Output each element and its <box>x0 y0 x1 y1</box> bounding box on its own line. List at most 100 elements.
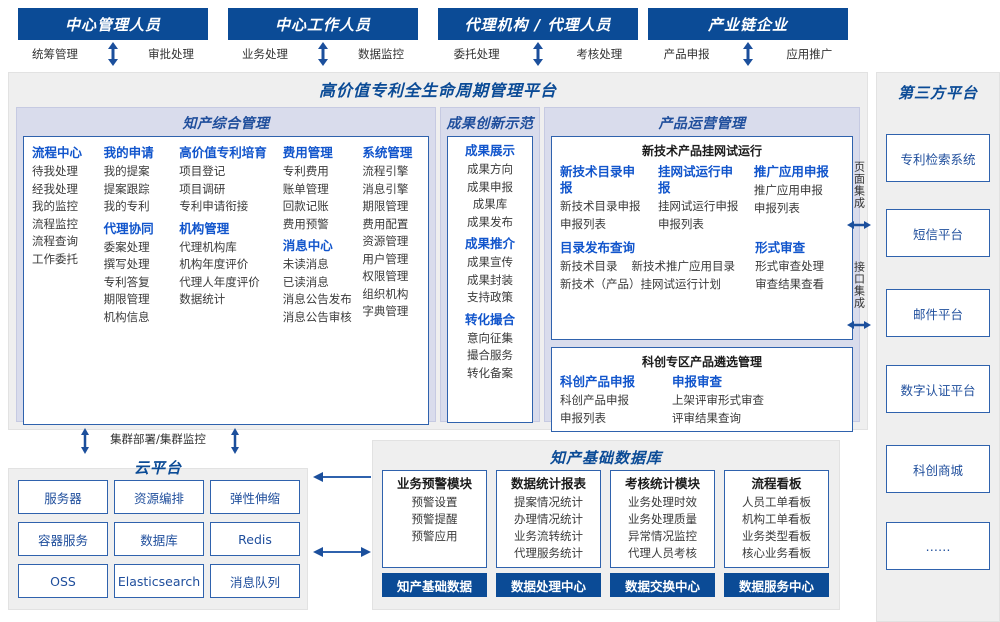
third-party-item-4[interactable]: 科创商城 <box>886 445 990 493</box>
menu-item[interactable]: 成果申报 <box>467 179 513 194</box>
db-card-item[interactable]: 预警设置 <box>411 495 458 509</box>
menu-item[interactable]: 评审结果查询 <box>672 410 741 425</box>
menu-item[interactable]: 权限管理 <box>362 269 409 283</box>
db-foot-3[interactable]: 数据服务中心 <box>724 573 829 597</box>
cloud-cell-4[interactable]: 数据库 <box>114 522 204 556</box>
menu-item[interactable]: 申报列表 <box>753 200 800 215</box>
menu-item[interactable]: 费用配置 <box>362 216 409 231</box>
db-card-item[interactable]: 业务类型看板 <box>742 529 811 543</box>
db-card-item[interactable]: 预警应用 <box>411 529 458 543</box>
db-card-item[interactable]: 业务处理时效 <box>628 495 697 509</box>
third-party-item-5[interactable]: …… <box>886 522 990 570</box>
menu-item[interactable]: 科创产品申报 <box>560 393 629 407</box>
menu-item[interactable]: 申报列表 <box>560 410 606 425</box>
menu-item[interactable]: 账单管理 <box>282 181 329 196</box>
cloud-cell-5[interactable]: Redis <box>210 522 300 556</box>
db-card-item[interactable]: 代理服务统计 <box>514 546 583 560</box>
cloud-cell-8[interactable]: 消息队列 <box>210 564 300 598</box>
menu-item[interactable]: 上架评审形式审查 <box>672 393 764 407</box>
role-bar-3[interactable]: 产业链企业 <box>648 8 848 40</box>
menu-item[interactable]: 消息公告发布 <box>282 292 352 306</box>
menu-item[interactable]: 转化备案 <box>467 365 513 380</box>
menu-item[interactable]: 申报列表 <box>560 216 606 231</box>
menu-item[interactable]: 待我处理 <box>32 164 78 178</box>
cloud-cell-1[interactable]: 资源编排 <box>114 480 204 514</box>
menu-item[interactable]: 成果方向 <box>467 162 513 176</box>
menu-item[interactable]: 专利费用 <box>282 164 329 178</box>
menu-item[interactable]: 我的提案 <box>103 164 150 178</box>
menu-item[interactable]: 流程引擎 <box>362 164 409 178</box>
menu-item[interactable]: 撰写处理 <box>103 257 150 271</box>
menu-item[interactable]: 成果库 <box>472 197 508 211</box>
menu-item[interactable]: 机构信息 <box>103 309 150 324</box>
db-card-item[interactable]: 核心业务看板 <box>742 546 811 560</box>
menu-item[interactable]: 成果封装 <box>467 272 513 287</box>
menu-item[interactable]: 流程查询 <box>32 234 78 248</box>
menu-item[interactable]: 新技术推广应用目录 <box>631 259 736 273</box>
cloud-cell-6[interactable]: OSS <box>18 564 108 598</box>
menu-item[interactable]: 用户管理 <box>362 251 409 266</box>
menu-item[interactable]: 成果宣传 <box>467 255 513 269</box>
db-card-item[interactable]: 业务流转统计 <box>514 529 583 543</box>
menu-item[interactable]: 专利答复 <box>103 274 150 289</box>
role-bar-1[interactable]: 中心工作人员 <box>228 8 418 40</box>
menu-item[interactable]: 形式审查处理 <box>755 259 825 273</box>
db-card-item[interactable]: 代理人员考核 <box>628 546 697 560</box>
menu-item[interactable]: 代理人年度评价 <box>179 274 260 289</box>
db-card-item[interactable]: 预警提醒 <box>411 512 458 526</box>
menu-item[interactable]: 支持政策 <box>467 290 513 304</box>
menu-item[interactable]: 数据统计 <box>179 292 226 306</box>
role-bar-2[interactable]: 代理机构 / 代理人员 <box>438 8 638 40</box>
menu-item[interactable]: 挂网试运行申报 <box>657 199 739 213</box>
menu-item[interactable]: 新技术（产品）挂网试运行计划 <box>560 276 721 291</box>
menu-item[interactable]: 机构年度评价 <box>179 257 249 271</box>
cloud-cell-0[interactable]: 服务器 <box>18 480 108 514</box>
menu-item[interactable]: 意向征集 <box>467 330 513 345</box>
cloud-cell-2[interactable]: 弹性伸缩 <box>210 480 300 514</box>
db-foot-2[interactable]: 数据交换中心 <box>610 573 715 597</box>
db-card-item[interactable]: 办理情况统计 <box>514 512 583 526</box>
third-party-item-1[interactable]: 短信平台 <box>886 209 990 257</box>
db-card-item[interactable]: 业务处理质量 <box>628 512 697 526</box>
cloud-cell-7[interactable]: Elasticsearch <box>114 564 204 598</box>
menu-item[interactable]: 组织机构 <box>362 286 409 301</box>
menu-item[interactable]: 撮合服务 <box>467 348 513 362</box>
db-card-item[interactable]: 异常情况监控 <box>628 529 697 543</box>
menu-item[interactable]: 项目调研 <box>179 181 226 196</box>
menu-item[interactable]: 成果发布 <box>467 214 513 229</box>
menu-item[interactable]: 期限管理 <box>362 199 409 213</box>
menu-item[interactable]: 申报列表 <box>657 216 704 231</box>
db-card-item[interactable]: 人员工单看板 <box>742 495 811 509</box>
menu-item[interactable]: 新技术目录申报 <box>560 199 641 213</box>
menu-item[interactable]: 消息公告审核 <box>282 309 352 324</box>
menu-item[interactable]: 代理机构库 <box>179 239 237 254</box>
menu-item[interactable]: 已读消息 <box>282 274 329 289</box>
menu-item[interactable]: 项目登记 <box>179 164 226 178</box>
db-foot-0[interactable]: 知产基础数据 <box>382 573 487 597</box>
cloud-cell-3[interactable]: 容器服务 <box>18 522 108 556</box>
third-party-item-3[interactable]: 数字认证平台 <box>886 365 990 413</box>
menu-item[interactable]: 提案跟踪 <box>103 181 150 196</box>
menu-item[interactable]: 费用预警 <box>282 216 329 231</box>
menu-item[interactable]: 回款记账 <box>282 199 329 213</box>
third-party-item-0[interactable]: 专利检索系统 <box>886 134 990 182</box>
menu-item[interactable]: 消息引擎 <box>362 181 409 196</box>
menu-item[interactable]: 我的专利 <box>103 199 150 213</box>
menu-item[interactable]: 经我处理 <box>32 181 78 196</box>
db-card-item[interactable]: 提案情况统计 <box>514 495 583 509</box>
menu-item[interactable]: 资源管理 <box>362 234 409 248</box>
menu-item[interactable]: 推广应用申报 <box>753 183 823 197</box>
db-foot-1[interactable]: 数据处理中心 <box>496 573 601 597</box>
menu-item[interactable]: 流程监控 <box>32 216 78 231</box>
menu-item[interactable]: 审查结果查看 <box>755 276 825 291</box>
menu-item[interactable]: 我的监控 <box>32 199 78 213</box>
menu-item[interactable]: 字典管理 <box>362 304 409 318</box>
menu-item[interactable]: 工作委托 <box>32 251 78 266</box>
role-bar-0[interactable]: 中心管理人员 <box>18 8 208 40</box>
third-party-item-2[interactable]: 邮件平台 <box>886 289 990 337</box>
menu-item[interactable]: 新技术目录 <box>560 259 618 273</box>
menu-item[interactable]: 委案处理 <box>103 239 150 254</box>
menu-item[interactable]: 未读消息 <box>282 257 329 271</box>
db-card-item[interactable]: 机构工单看板 <box>742 512 811 526</box>
menu-item[interactable]: 专利申请衔接 <box>179 199 249 213</box>
